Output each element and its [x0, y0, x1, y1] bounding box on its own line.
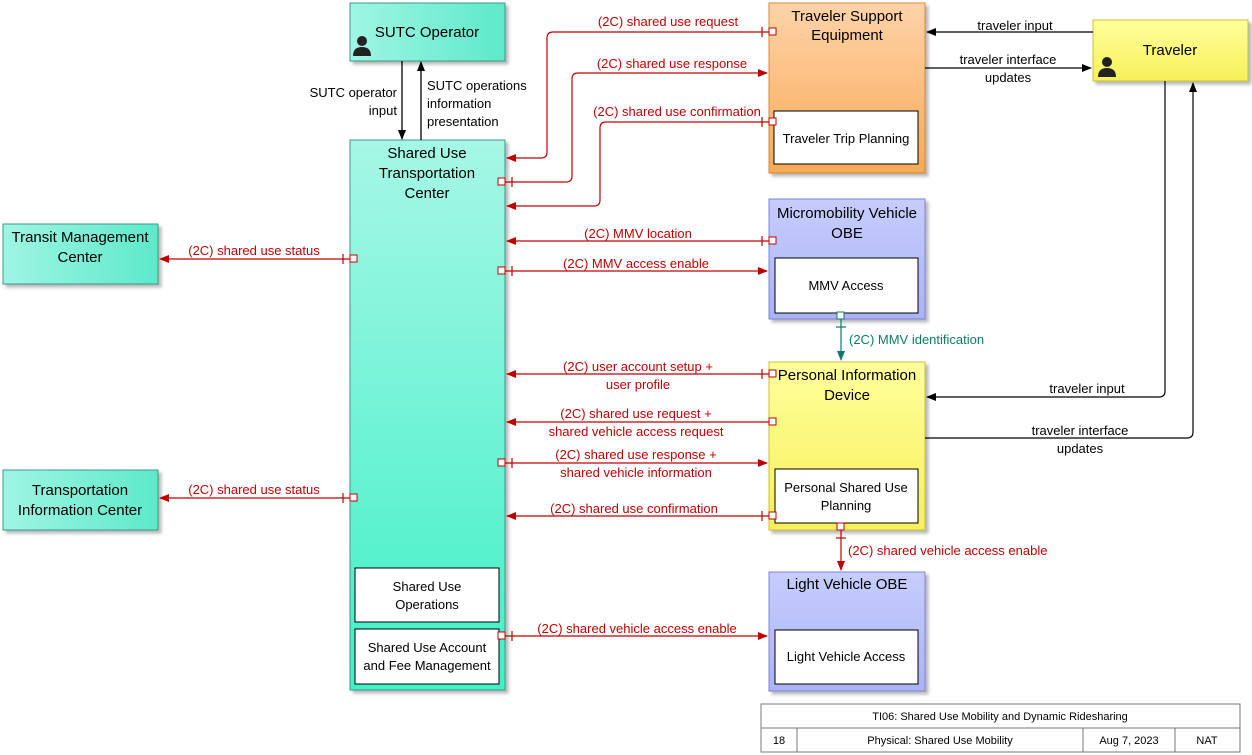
- svg-text:Center: Center: [57, 249, 102, 266]
- svg-text:updates: updates: [985, 70, 1032, 85]
- footer-page: 18: [773, 735, 785, 747]
- flow-shared-use-response[interactable]: (2C) shared use response: [497, 56, 768, 187]
- svg-text:Transit Management: Transit Management: [11, 229, 149, 246]
- svg-text:Traveler: Traveler: [1143, 42, 1197, 59]
- footer-date: Aug 7, 2023: [1099, 735, 1158, 747]
- svg-text:(2C) MMV identification: (2C) MMV identification: [849, 332, 984, 347]
- svg-text:information: information: [427, 96, 491, 111]
- sutc-operator-node[interactable]: SUTC Operator: [349, 2, 506, 62]
- svg-text:(2C) shared use status: (2C) shared use status: [188, 243, 320, 258]
- svg-text:SUTC operations: SUTC operations: [427, 78, 527, 93]
- svg-text:Personal Information: Personal Information: [778, 367, 916, 384]
- svg-text:(2C) shared use response +: (2C) shared use response +: [555, 447, 717, 462]
- transit-management-center-node[interactable]: Transit Management Center: [2, 223, 159, 285]
- flow-shared-use-request-access[interactable]: (2C) shared use request + shared vehicle…: [506, 406, 777, 439]
- svg-text:Traveler Support: Traveler Support: [791, 8, 903, 25]
- person-icon: [1098, 57, 1116, 77]
- footer-title-block: TI06: Shared Use Mobility and Dynamic Ri…: [760, 703, 1241, 753]
- svg-text:Operations: Operations: [395, 597, 459, 612]
- svg-text:Micromobility Vehicle: Micromobility Vehicle: [777, 205, 917, 222]
- flow-shared-use-request[interactable]: (2C) shared use request: [506, 14, 777, 162]
- flow-shared-use-confirmation-pid[interactable]: (2C) shared use confirmation: [506, 501, 777, 521]
- svg-text:Light Vehicle OBE: Light Vehicle OBE: [787, 576, 908, 593]
- svg-text:Traveler Trip Planning: Traveler Trip Planning: [783, 131, 910, 146]
- sutc-title-line-2: Transportation: [379, 165, 475, 182]
- svg-text:(2C) shared use request +: (2C) shared use request +: [560, 406, 711, 421]
- svg-text:Planning: Planning: [821, 498, 872, 513]
- flow-mmv-location[interactable]: (2C) MMV location: [506, 226, 777, 246]
- flow-mmv-access-enable[interactable]: (2C) MMV access enable: [497, 256, 768, 276]
- svg-text:Light Vehicle Access: Light Vehicle Access: [787, 649, 906, 664]
- transportation-information-center-node[interactable]: Transportation Information Center: [2, 469, 159, 531]
- flow-traveler-interface-updates-pid[interactable]: traveler interface updates: [925, 82, 1197, 456]
- svg-text:Device: Device: [824, 387, 870, 404]
- svg-text:shared vehicle access request: shared vehicle access request: [549, 424, 724, 439]
- svg-text:traveler interface: traveler interface: [960, 52, 1057, 67]
- shared-use-account-fee-subsystem[interactable]: Shared Use Account and Fee Management: [354, 628, 500, 685]
- svg-text:(2C) shared use status: (2C) shared use status: [188, 482, 320, 497]
- sutc-title-line-3: Center: [404, 185, 449, 202]
- flow-shared-use-response-info[interactable]: (2C) shared use response + shared vehicl…: [497, 447, 768, 480]
- svg-text:presentation: presentation: [427, 114, 499, 129]
- person-icon: [353, 36, 371, 56]
- flow-shared-use-status-tmc[interactable]: (2C) shared use status: [159, 243, 358, 264]
- flow-user-account-setup[interactable]: (2C) user account setup + user profile: [506, 359, 777, 392]
- svg-text:(2C) user account setup +: (2C) user account setup +: [563, 359, 713, 374]
- flow-shared-use-status-tic[interactable]: (2C) shared use status: [159, 482, 358, 503]
- footer-org: NAT: [1196, 735, 1217, 747]
- svg-text:shared vehicle information: shared vehicle information: [560, 465, 712, 480]
- flow-mmv-identification[interactable]: (2C) MMV identification: [836, 311, 984, 361]
- sutc-operator-title: SUTC Operator: [375, 24, 479, 41]
- svg-text:(2C) shared use confirmation: (2C) shared use confirmation: [593, 104, 761, 119]
- svg-text:Shared Use Account: Shared Use Account: [368, 640, 487, 655]
- traveler-trip-planning-subsystem[interactable]: Traveler Trip Planning: [773, 110, 919, 165]
- svg-text:OBE: OBE: [831, 225, 863, 242]
- sutc-title-line-1: Shared Use: [387, 145, 466, 162]
- svg-text:traveler input: traveler input: [1049, 381, 1125, 396]
- svg-text:(2C) shared use response: (2C) shared use response: [597, 56, 747, 71]
- svg-text:Transportation: Transportation: [32, 482, 128, 499]
- svg-text:(2C) shared vehicle access ena: (2C) shared vehicle access enable: [848, 543, 1047, 558]
- traveler-node[interactable]: Traveler: [1092, 19, 1249, 82]
- svg-text:and Fee Management: and Fee Management: [363, 658, 491, 673]
- flow-shared-vehicle-access-enable-sutc[interactable]: (2C) shared vehicle access enable: [497, 621, 768, 641]
- svg-text:(2C) MMV location: (2C) MMV location: [584, 226, 692, 241]
- footer-view: Physical: Shared Use Mobility: [867, 735, 1013, 747]
- svg-text:(2C) MMV access enable: (2C) MMV access enable: [563, 256, 709, 271]
- mmv-access-subsystem[interactable]: MMV Access: [774, 257, 919, 314]
- svg-text:MMV Access: MMV Access: [808, 278, 884, 293]
- flow-shared-vehicle-access-enable-pid[interactable]: (2C) shared vehicle access enable: [836, 522, 1047, 571]
- flow-sutc-operator-input[interactable]: SUTC operator input: [310, 61, 406, 140]
- light-vehicle-access-subsystem[interactable]: Light Vehicle Access: [774, 629, 919, 685]
- svg-text:(2C) shared use request: (2C) shared use request: [598, 14, 739, 29]
- shared-use-operations-subsystem[interactable]: Shared Use Operations: [354, 567, 500, 623]
- svg-text:Shared Use: Shared Use: [393, 579, 462, 594]
- flow-traveler-interface-updates-tse[interactable]: traveler interface updates: [925, 52, 1092, 85]
- personal-shared-use-planning-subsystem[interactable]: Personal Shared Use Planning: [774, 468, 919, 524]
- svg-text:SUTC operator: SUTC operator: [310, 85, 398, 100]
- svg-text:updates: updates: [1057, 441, 1104, 456]
- svg-text:Information Center: Information Center: [18, 502, 142, 519]
- flow-sutc-operations-info[interactable]: SUTC operations information presentation: [417, 61, 527, 140]
- footer-title: TI06: Shared Use Mobility and Dynamic Ri…: [872, 711, 1128, 723]
- svg-text:(2C) shared vehicle access ena: (2C) shared vehicle access enable: [537, 621, 736, 636]
- svg-text:traveler interface: traveler interface: [1032, 423, 1129, 438]
- svg-text:user profile: user profile: [606, 377, 670, 392]
- flow-shared-use-confirmation-tse[interactable]: (2C) shared use confirmation: [506, 104, 777, 210]
- svg-text:Personal Shared Use: Personal Shared Use: [784, 480, 908, 495]
- svg-text:input: input: [369, 103, 398, 118]
- svg-text:traveler input: traveler input: [977, 18, 1053, 33]
- flow-traveler-input-tse[interactable]: traveler input: [926, 18, 1093, 36]
- svg-text:Equipment: Equipment: [811, 27, 884, 44]
- svg-text:(2C) shared use confirmation: (2C) shared use confirmation: [550, 501, 718, 516]
- flow-traveler-input-pid[interactable]: traveler input: [926, 81, 1166, 401]
